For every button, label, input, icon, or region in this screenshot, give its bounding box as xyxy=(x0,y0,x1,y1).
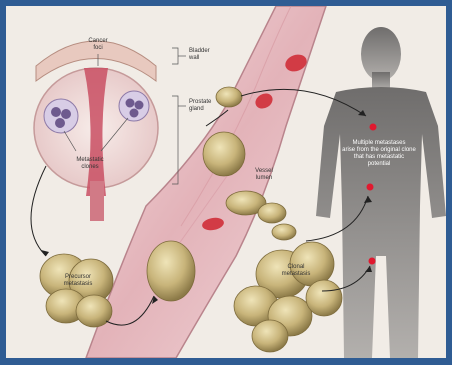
clonal-metastasis-cluster xyxy=(234,242,342,352)
diagram-panel: Cancer foci Bladder wall Prostate gland … xyxy=(6,6,446,358)
label-vessel-lumen: Vessel lumen xyxy=(244,168,284,182)
precursor-cells xyxy=(40,254,113,327)
label-precursor-metastasis: Precursor metastasis xyxy=(54,274,102,288)
label-clonal-metastasis: Clonal metastasis xyxy=(274,264,318,278)
metastatic-clone-cluster-left xyxy=(44,99,78,133)
metastatic-clone-cluster-right xyxy=(119,91,149,121)
label-bladder-wall: Bladder wall xyxy=(189,48,229,62)
label-prostate-gland: Prostate gland xyxy=(189,99,229,113)
label-metastatic-clones: Metastatic clones xyxy=(66,157,114,171)
label-cancer-foci: Cancer foci xyxy=(76,38,120,52)
label-multiple-metastasis: Multiple metastases arise from the origi… xyxy=(334,140,424,168)
